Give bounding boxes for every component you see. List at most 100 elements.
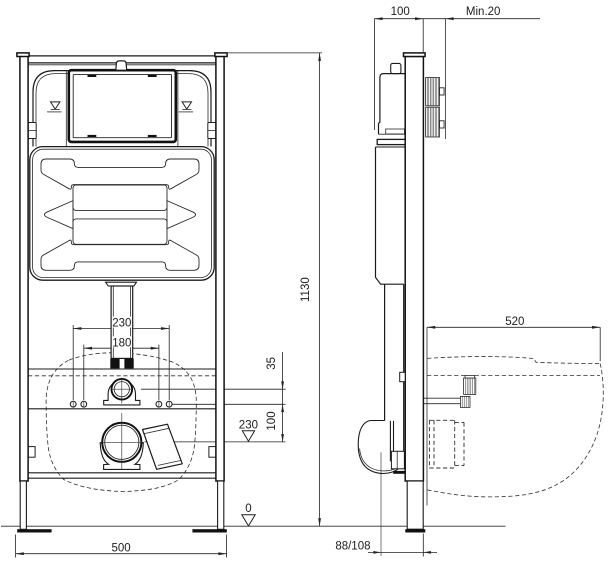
rail-right xyxy=(215,55,225,482)
arrow-1130-bottom xyxy=(318,518,321,527)
rail-foot-right xyxy=(217,480,225,530)
arrow-500-left xyxy=(15,552,24,556)
cistern-body-outline xyxy=(29,145,215,281)
outlet-bend-inner-bottom xyxy=(157,460,181,466)
trap-clamp xyxy=(390,450,405,470)
level-marker-outlet: 230 xyxy=(239,419,258,443)
base-plate-side xyxy=(405,529,426,533)
arrow-35-down xyxy=(281,381,284,390)
dimension-35-100: 35 100 xyxy=(266,352,284,442)
arrow-88-left xyxy=(373,551,381,554)
window-clip-top-right xyxy=(147,74,157,77)
arrow-180-left xyxy=(83,346,92,350)
window-clip-top-left xyxy=(87,74,97,77)
arrow-100-down xyxy=(281,434,284,442)
outlet-trap-side xyxy=(357,419,405,475)
flush-pipe-flange xyxy=(104,281,138,287)
fixing-tab-upper-right xyxy=(207,122,217,139)
level-label-0: 0 xyxy=(245,503,251,515)
rib-arrow-left xyxy=(44,199,74,230)
push-rod-knob xyxy=(115,60,128,71)
access-window-panel xyxy=(72,73,172,139)
water-level-icon-right xyxy=(178,101,194,113)
window-clip-bottom-left xyxy=(87,134,97,137)
cistern-collar-bar xyxy=(376,138,407,146)
base-plate-left xyxy=(17,529,52,533)
trap-clamp-foot xyxy=(393,470,405,474)
fixing-tab-upper-left xyxy=(27,122,37,139)
level-label-230: 230 xyxy=(239,419,258,431)
rail-foot-left xyxy=(19,480,27,530)
rib-arrow-right xyxy=(166,199,196,230)
cistern-lower-side xyxy=(374,147,404,285)
rib-banner-bottom xyxy=(40,239,200,271)
window-clip-bottom-right xyxy=(147,134,157,137)
flush-connection-side xyxy=(423,374,477,408)
datum-level-icon-floor xyxy=(240,514,257,527)
outlet-assembly xyxy=(99,413,183,470)
fixing-tab-lower-left xyxy=(27,446,36,458)
arrow-230-right xyxy=(161,327,170,330)
pan-body-edge xyxy=(426,363,604,498)
cistern-inlet-boss xyxy=(385,128,405,135)
arrow-520-right xyxy=(592,325,601,329)
dim-label-100-vert: 100 xyxy=(266,411,278,430)
arrow-100-up xyxy=(281,404,284,413)
anchor-plate-upper xyxy=(439,87,445,96)
outlet-sleeve-side xyxy=(428,419,465,469)
rail-side xyxy=(404,55,425,482)
rail-cap-side xyxy=(402,52,426,58)
cistern-body-inner-contour xyxy=(32,148,212,278)
water-level-icon-left xyxy=(47,101,62,113)
dim-label-min20: Min.20 xyxy=(466,6,501,18)
arrow-230-left xyxy=(73,327,82,330)
anchor-upper xyxy=(425,77,440,107)
dim-label-88-108: 88/108 xyxy=(335,541,370,553)
dimension-100-min20: 100 Min.20 xyxy=(373,6,540,130)
cistern-upper-side xyxy=(377,73,406,135)
flush-pipe-coupling-left xyxy=(110,358,120,369)
arrow-min20 xyxy=(445,17,454,21)
rib-bar-upper xyxy=(72,184,168,211)
detail-polygon-4 xyxy=(181,101,193,111)
arrow-500-right xyxy=(218,552,227,556)
text-bg-180 xyxy=(112,336,132,348)
trap-outer xyxy=(357,419,404,475)
fixing-tab-lower-right xyxy=(208,446,217,458)
detail-polygon-1 xyxy=(49,101,61,111)
dimension-88-108: 88/108 xyxy=(335,452,437,557)
wall-anchors xyxy=(425,77,445,138)
flush-pipe-coupling-right xyxy=(124,358,134,369)
trap-inner xyxy=(359,448,398,472)
anchor-plate-lower xyxy=(439,120,445,129)
pan-outline-side xyxy=(426,356,604,498)
base-plate-right xyxy=(192,529,227,533)
level-marker-floor: 0 xyxy=(240,503,257,527)
arrow-100-left xyxy=(374,17,383,21)
arrow-1130-top xyxy=(318,52,321,61)
dim-label-180: 180 xyxy=(112,337,131,349)
rail-foot-side xyxy=(406,480,424,530)
fixing-bolts xyxy=(69,400,173,408)
arrow-88-right xyxy=(423,551,431,554)
text-bg-230 xyxy=(112,316,132,328)
water-supply-connection xyxy=(103,377,141,406)
rib-banner-top xyxy=(40,158,200,190)
cistern-knob-side xyxy=(390,62,402,75)
flush-sleeve-lower xyxy=(459,395,471,408)
arrow-180-right xyxy=(150,346,159,350)
dim-label-230: 230 xyxy=(112,318,131,330)
dimension-1130: 1130 xyxy=(227,52,322,527)
dim-label-500: 500 xyxy=(112,542,131,554)
front-view: 230 180 xyxy=(16,52,286,533)
flush-sleeve-cap xyxy=(464,374,475,379)
side-view xyxy=(357,18,604,533)
datum-level-icon-outlet xyxy=(241,430,256,443)
outlet-bend-pipe xyxy=(141,423,183,470)
anchor-hatching xyxy=(426,77,439,137)
dim-label-35: 35 xyxy=(266,357,278,370)
outlet-bend-inner-top xyxy=(144,427,169,434)
dimension-annotations: 35 100 230 0 1130 500 xyxy=(15,6,601,558)
dim-label-100-depth: 100 xyxy=(391,6,410,18)
